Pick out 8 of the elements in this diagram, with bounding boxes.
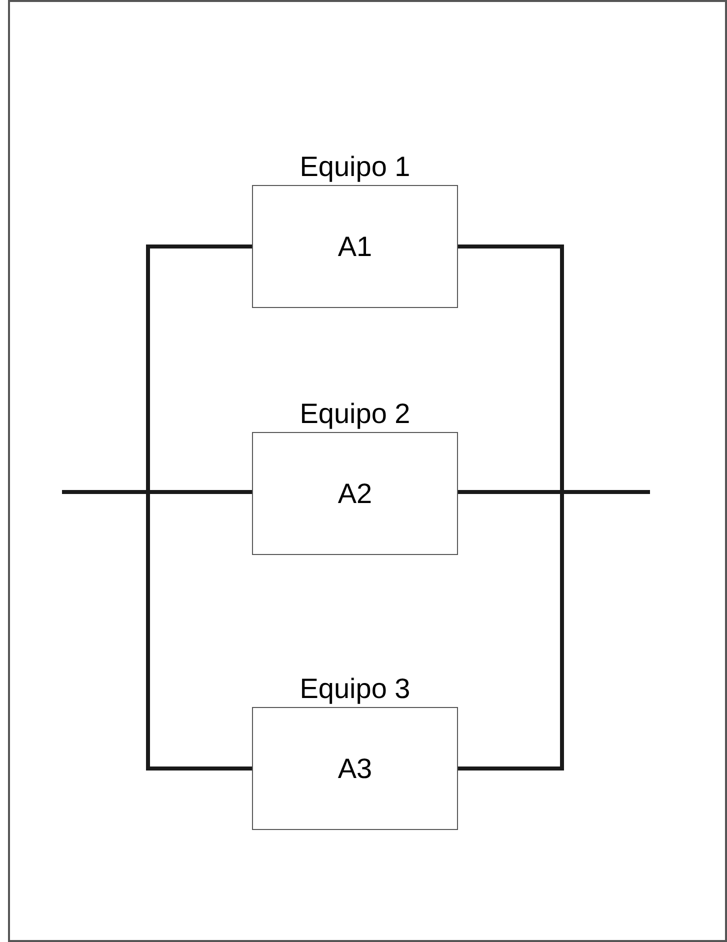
component-label: Equipo 2 xyxy=(300,400,410,428)
component-label: Equipo 3 xyxy=(300,675,410,703)
connector-line xyxy=(458,490,650,770)
box-label: A1 xyxy=(338,232,372,260)
box-label: A3 xyxy=(338,754,372,782)
box-label: A2 xyxy=(338,480,372,508)
component-label: Equipo 1 xyxy=(300,153,410,181)
connector-line xyxy=(62,490,252,770)
